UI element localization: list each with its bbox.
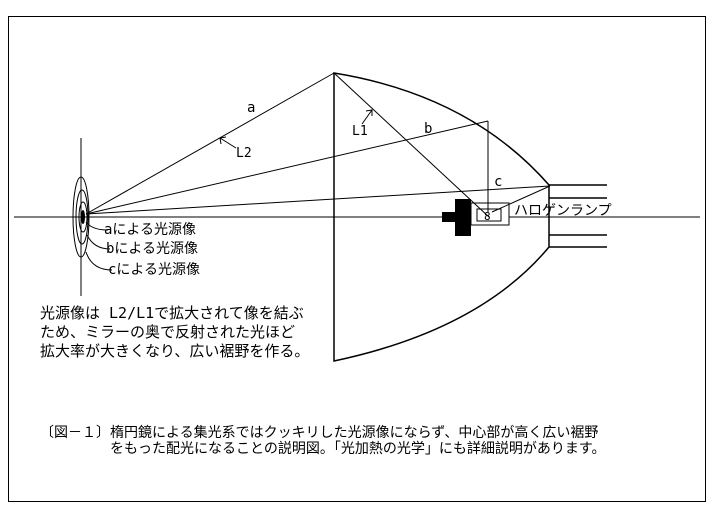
l1-label: L1 <box>352 124 368 139</box>
explanation-line-2: ため、ミラーの奥で反射された光ほど <box>40 323 296 341</box>
l2-pointer <box>219 137 237 149</box>
ray-c-label: c <box>494 174 503 190</box>
lamp-filament-mark: 8 <box>484 210 491 223</box>
image-b-label: bによる光源像 <box>106 241 199 257</box>
l2-label: L2 <box>236 146 252 161</box>
image-a-ellipse <box>78 201 88 233</box>
leader-c <box>85 251 113 271</box>
image-c-ellipse <box>72 176 90 258</box>
image-b-ellipse <box>75 189 89 245</box>
ray-b-label: b <box>424 121 433 137</box>
lamp-base-nub <box>442 212 456 222</box>
leader-b <box>86 234 111 250</box>
image-c-label: cによる光源像 <box>108 262 201 278</box>
image-core <box>81 210 85 224</box>
explanation-line-1: 光源像は L2/L1で拡大されて像を結ぶ <box>40 304 304 322</box>
ray-c-source <box>491 185 551 213</box>
ray-b-incident <box>85 120 489 215</box>
lamp-filament <box>476 208 502 222</box>
l1-pointer <box>361 109 373 125</box>
ray-a-source <box>333 72 490 218</box>
explanation-line-3: 拡大率が大きくなり、広い裾野を作る。 <box>40 342 310 360</box>
halogen-lamp-label: ハロゲンランプ <box>514 203 612 219</box>
ray-a-incident <box>85 72 335 215</box>
ray-a-label: a <box>247 100 256 116</box>
leader-a <box>85 221 109 231</box>
ray-c-incident <box>85 185 551 215</box>
l2-arrowhead <box>219 136 227 145</box>
lamp-base <box>455 199 471 236</box>
l1-arrowhead <box>365 109 373 116</box>
caption-line-1: 〔図－１〕楕円鏡による集光系ではクッキリした光源像にならず、中心部が高く広い裾野 <box>40 425 599 441</box>
figure-frame <box>8 16 706 502</box>
caption-line-2: をもった配光になることの説明図。「光加熱の光学」にも詳細説明があります。 <box>110 441 606 457</box>
image-a-label: aによる光源像 <box>104 222 197 238</box>
